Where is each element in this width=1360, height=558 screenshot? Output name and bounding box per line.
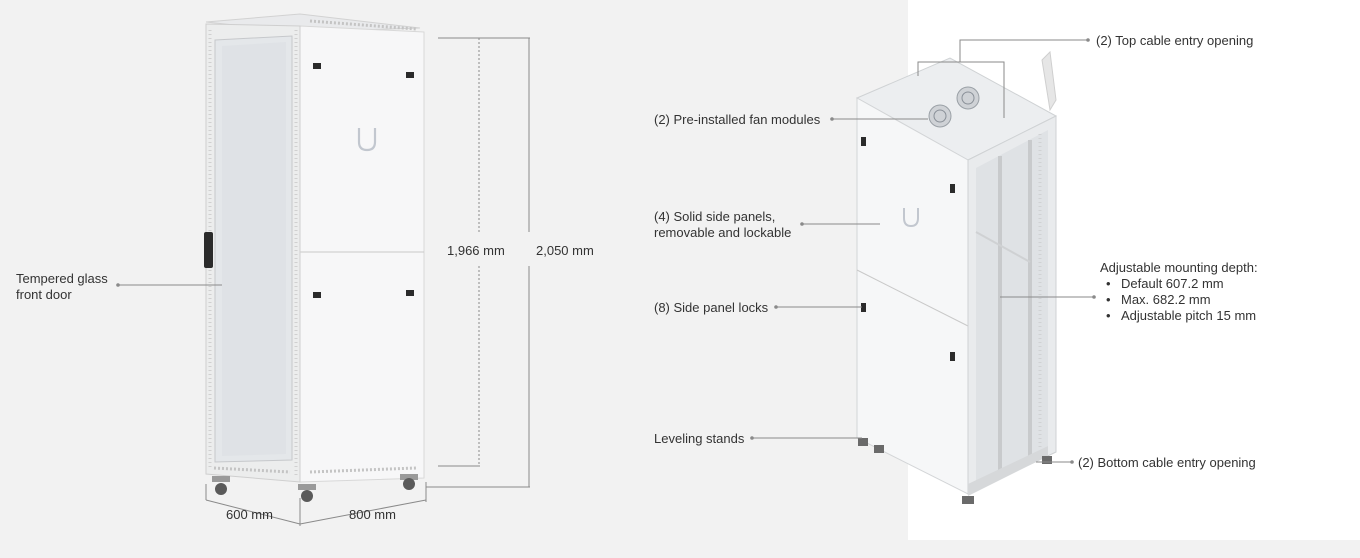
dim-inner-height: 1,966 mm [447, 243, 505, 258]
label-top-cable: (2) Top cable entry opening [1096, 33, 1253, 48]
label-side-panels-line1: (4) Solid side panels, [654, 209, 775, 224]
footprint-dimensions: 600 mm 800 mm [205, 482, 427, 526]
callout-panel-locks: (8) Side panel locks [654, 300, 862, 315]
brand-logo-icon [357, 128, 377, 152]
fan-module-icon [956, 86, 980, 110]
height-dimensions: 1,966 mm 2,050 mm [426, 37, 594, 488]
svg-text:•: • [1106, 308, 1111, 323]
callout-bottom-cable: (2) Bottom cable entry opening [1036, 455, 1256, 470]
callout-side-panels: (4) Solid side panels, removable and loc… [654, 209, 880, 240]
front-cabinet [204, 13, 425, 502]
depth-item-default: Default 607.2 mm [1121, 276, 1224, 291]
label-bottom-cable: (2) Bottom cable entry opening [1078, 455, 1256, 470]
depth-item-pitch: Adjustable pitch 15 mm [1121, 308, 1256, 323]
label-side-panels-line2: removable and lockable [654, 225, 791, 240]
front-callout-glass: Tempered glass front door [16, 271, 222, 302]
callout-leveling: Leveling stands [654, 431, 862, 446]
door-handle [204, 232, 213, 268]
dim-width: 600 mm [226, 507, 273, 522]
label-leveling: Leveling stands [654, 431, 745, 446]
callout-mounting-depth: Adjustable mounting depth: • Default 607… [1000, 260, 1258, 323]
dim-total-height: 2,050 mm [536, 243, 594, 258]
iso-cabinet [855, 50, 1058, 504]
svg-text:•: • [1106, 292, 1111, 307]
depth-item-max: Max. 682.2 mm [1121, 292, 1211, 307]
fan-module-icon [928, 104, 952, 128]
svg-text:•: • [1106, 276, 1111, 291]
label-fans: (2) Pre-installed fan modules [654, 112, 821, 127]
label-panel-locks: (8) Side panel locks [654, 300, 769, 315]
label-glass-door-line1: Tempered glass [16, 271, 108, 286]
callout-fans: (2) Pre-installed fan modules [654, 112, 928, 127]
callout-top-cable: (2) Top cable entry opening [917, 33, 1253, 118]
label-glass-door-line2: front door [16, 287, 72, 302]
dim-depth: 800 mm [349, 507, 396, 522]
label-depth-title: Adjustable mounting depth: [1100, 260, 1258, 275]
